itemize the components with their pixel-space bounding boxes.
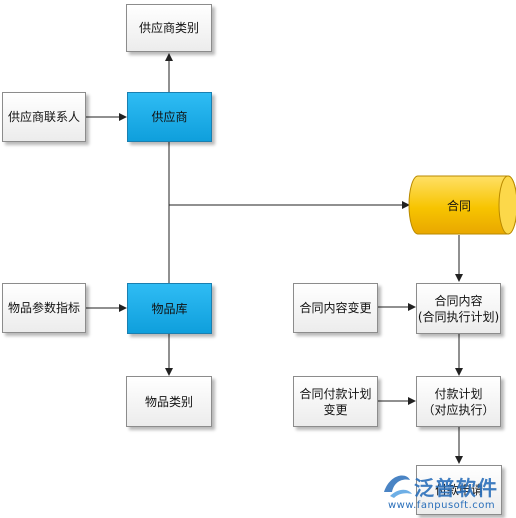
node-supplier: 供应商	[127, 92, 212, 142]
watermark: 泛普软件 www.fanpusoft.com	[378, 470, 514, 516]
brand-logo-icon	[384, 475, 412, 498]
node-payment-request: 付款申请	[416, 465, 502, 515]
node-item-library-label: 物品库	[151, 301, 188, 316]
contract-cylinder-shape	[408, 175, 516, 235]
node-payment-plan-change-label: 合同付款计划 变更	[299, 386, 372, 417]
node-supplier-contact-label: 供应商联系人	[7, 110, 80, 124]
node-supplier-contact: 供应商联系人	[2, 92, 86, 142]
node-payment-plan-change: 合同付款计划 变更	[293, 376, 378, 427]
node-item-param: 物品参数指标	[2, 283, 86, 333]
node-payment-request-label: 付款申请	[434, 483, 483, 497]
node-contract-label: 合同	[446, 198, 471, 213]
node-item-category-label: 物品类别	[144, 394, 193, 409]
node-item-library: 物品库	[127, 283, 212, 334]
node-supplier-label: 供应商	[151, 110, 188, 124]
node-supplier-category-label: 供应商类别	[138, 21, 199, 35]
node-payment-plan: 付款计划 （对应执行）	[416, 376, 501, 427]
watermark-url: www.fanpusoft.com	[388, 500, 496, 511]
node-contract-content-label: 合同内容 (合同执行计划)	[417, 293, 500, 324]
watermark-brand: 泛普软件	[414, 476, 498, 500]
node-contract-change: 合同内容变更	[293, 283, 378, 333]
node-contract-change-label: 合同内容变更	[299, 301, 372, 315]
node-contract-content: 合同内容 (合同执行计划)	[416, 283, 501, 334]
node-supplier-category: 供应商类别	[126, 4, 212, 52]
node-payment-plan-label: 付款计划 （对应执行）	[422, 386, 495, 417]
node-item-param-label: 物品参数指标	[7, 301, 80, 315]
node-contract: 合同	[409, 176, 509, 234]
node-item-category: 物品类别	[126, 376, 212, 427]
